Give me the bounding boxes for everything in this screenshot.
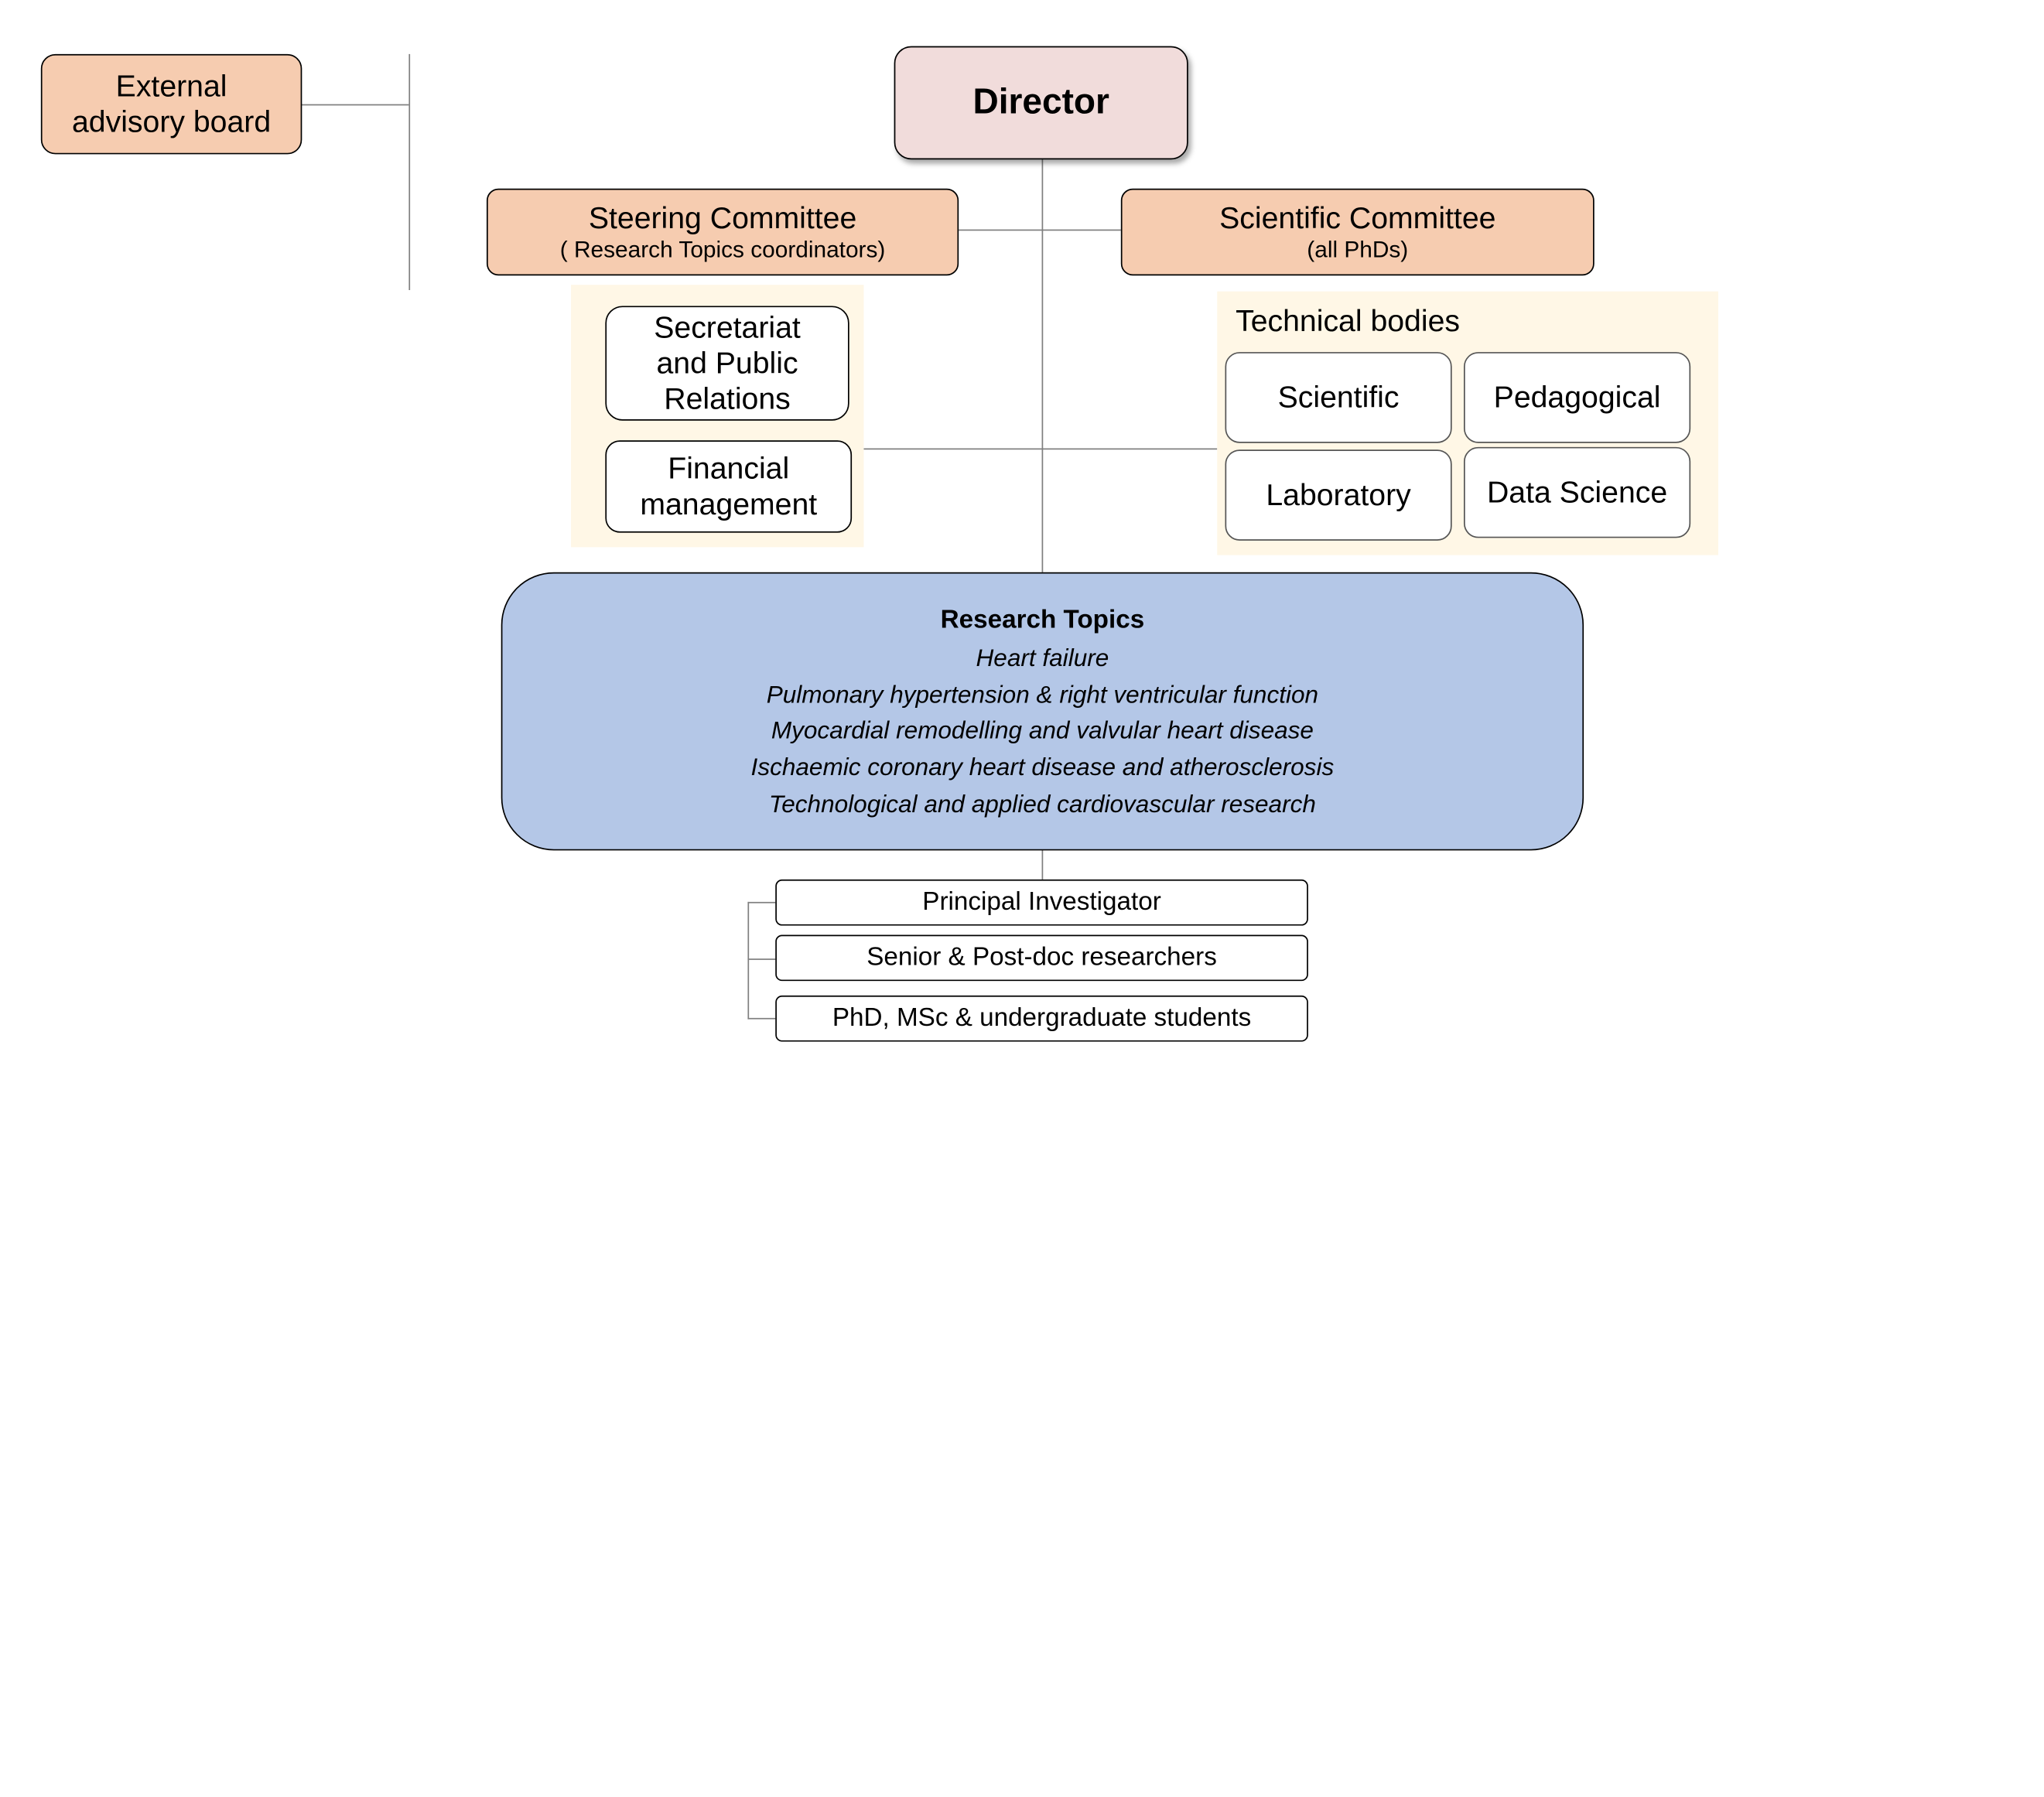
connector-research-staff — [1041, 849, 1044, 880]
external-board-line-1: External — [115, 68, 227, 103]
technical-bodies-title: Technical bodies — [1236, 303, 1460, 338]
technical-scientific-box: Scientific — [1225, 352, 1452, 443]
financial-line-2: management — [640, 486, 818, 521]
students-label: PhD, MSc & undergraduate students — [832, 1003, 1252, 1033]
connector-senior — [747, 958, 776, 960]
financial-line-1: Financial — [668, 450, 790, 486]
financial-management-box: Financial management — [605, 440, 853, 533]
scientific-committee-title: Scientific Committee — [1219, 200, 1496, 235]
technical-pedagogical-box: Pedagogical — [1463, 352, 1691, 443]
director-box: Director — [894, 46, 1188, 160]
connector-students — [747, 1017, 776, 1020]
technical-data-science-box: Data Science — [1463, 446, 1691, 538]
principal-investigator-box: Principal Investigator — [775, 879, 1308, 926]
technical-laboratory-label: Laboratory — [1266, 477, 1411, 512]
principal-investigator-label: Principal Investigator — [922, 887, 1161, 917]
research-topic-item: Pulmonary hypertension & right ventricul… — [766, 679, 1319, 708]
connector-board — [300, 104, 409, 106]
connector-support — [863, 448, 1218, 450]
scientific-committee: Scientific Committee (all PhDs) — [1120, 188, 1595, 276]
research-topic-item: Ischaemic coronary heart disease and ath… — [750, 753, 1335, 781]
technical-data-science-label: Data Science — [1486, 474, 1668, 509]
external-advisory-board: External advisory board — [40, 53, 302, 155]
senior-researchers-label: Senior & Post-doc researchers — [866, 942, 1217, 972]
steering-committee: Steering Committee ( Research Topics coo… — [486, 188, 959, 276]
technical-scientific-label: Scientific — [1277, 379, 1400, 415]
technical-pedagogical-label: Pedagogical — [1493, 379, 1661, 415]
senior-researchers-box: Senior & Post-doc researchers — [775, 934, 1308, 982]
connector-pi — [747, 901, 776, 904]
director-label: Director — [972, 81, 1109, 121]
connector-staff-bracket — [747, 901, 750, 1020]
research-topic-item: Heart failure — [976, 643, 1109, 671]
steering-committee-title: Steering Committee — [588, 200, 857, 235]
students-box: PhD, MSc & undergraduate students — [775, 995, 1308, 1042]
secretariat-box: Secretariat and Public Relations — [605, 306, 849, 421]
secretariat-line-1: Secretariat — [654, 309, 801, 344]
connector-committees — [959, 229, 1121, 231]
secretariat-line-2: and Public — [656, 345, 798, 380]
technical-laboratory-box: Laboratory — [1225, 449, 1452, 541]
steering-committee-subtitle: ( Research Topics coordinators) — [559, 236, 886, 263]
research-topics-box: Research Topics Heart failure Pulmonary … — [501, 572, 1584, 851]
secretariat-line-3: Relations — [664, 381, 791, 416]
connector-director-trunk — [1041, 158, 1044, 572]
research-topic-item: Myocardial remodelling and valvular hear… — [771, 716, 1314, 744]
research-topics-title: Research Topics — [940, 604, 1145, 634]
research-topic-item: Technological and applied cardiovascular… — [768, 789, 1316, 818]
external-board-line-2: advisory board — [72, 104, 272, 138]
connector-board-vertical — [408, 53, 411, 290]
scientific-committee-subtitle: (all PhDs) — [1307, 236, 1409, 263]
